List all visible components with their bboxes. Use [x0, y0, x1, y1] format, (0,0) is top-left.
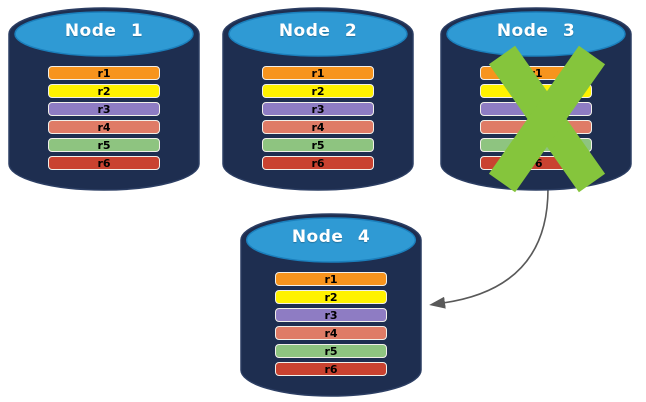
failure-x-icon — [488, 45, 606, 193]
node-1-cylinder: Node 1 r1 r2 r3 r4 r5 r6 — [8, 7, 200, 191]
record-row: r6 — [48, 156, 160, 170]
record-row: r6 — [275, 362, 387, 376]
record-row: r6 — [262, 156, 374, 170]
record-row: r1 — [262, 66, 374, 80]
record-list: r1 r2 r3 r4 r5 r6 — [48, 66, 160, 170]
record-row: r3 — [275, 308, 387, 322]
record-row: r3 — [48, 102, 160, 116]
record-row: r5 — [48, 138, 160, 152]
failover-arrow — [429, 188, 549, 309]
node-title: Node 3 — [496, 21, 576, 41]
record-list: r1 r2 r3 r4 r5 r6 — [275, 272, 387, 376]
record-row: r5 — [262, 138, 374, 152]
node-3-cylinder: Node 3 r1 r2 r3 r4 r5 r6 — [440, 7, 632, 193]
cylinder-top — [245, 217, 417, 263]
node-title: Node 2 — [278, 21, 358, 41]
arrow-curve — [429, 188, 549, 309]
record-row: r4 — [48, 120, 160, 134]
cylinder-top — [228, 11, 408, 57]
cylinder-top — [446, 11, 626, 57]
record-row: r2 — [48, 84, 160, 98]
record-row: r1 — [48, 66, 160, 80]
record-row: r2 — [275, 290, 387, 304]
record-row: r5 — [275, 344, 387, 358]
record-list: r1 r2 r3 r4 r5 r6 — [262, 66, 374, 170]
record-row: r1 — [275, 272, 387, 286]
node-title: Node 1 — [64, 21, 144, 41]
record-row: r2 — [262, 84, 374, 98]
node-4-cylinder: Node 4 r1 r2 r3 r4 r5 r6 — [240, 213, 422, 397]
cylinder-top — [14, 11, 194, 57]
record-row: r4 — [262, 120, 374, 134]
node-2-cylinder: Node 2 r1 r2 r3 r4 r5 r6 — [222, 7, 414, 191]
x-stroke — [488, 45, 606, 193]
record-row: r3 — [262, 102, 374, 116]
record-row: r4 — [275, 326, 387, 340]
node-title: Node 4 — [291, 227, 371, 247]
